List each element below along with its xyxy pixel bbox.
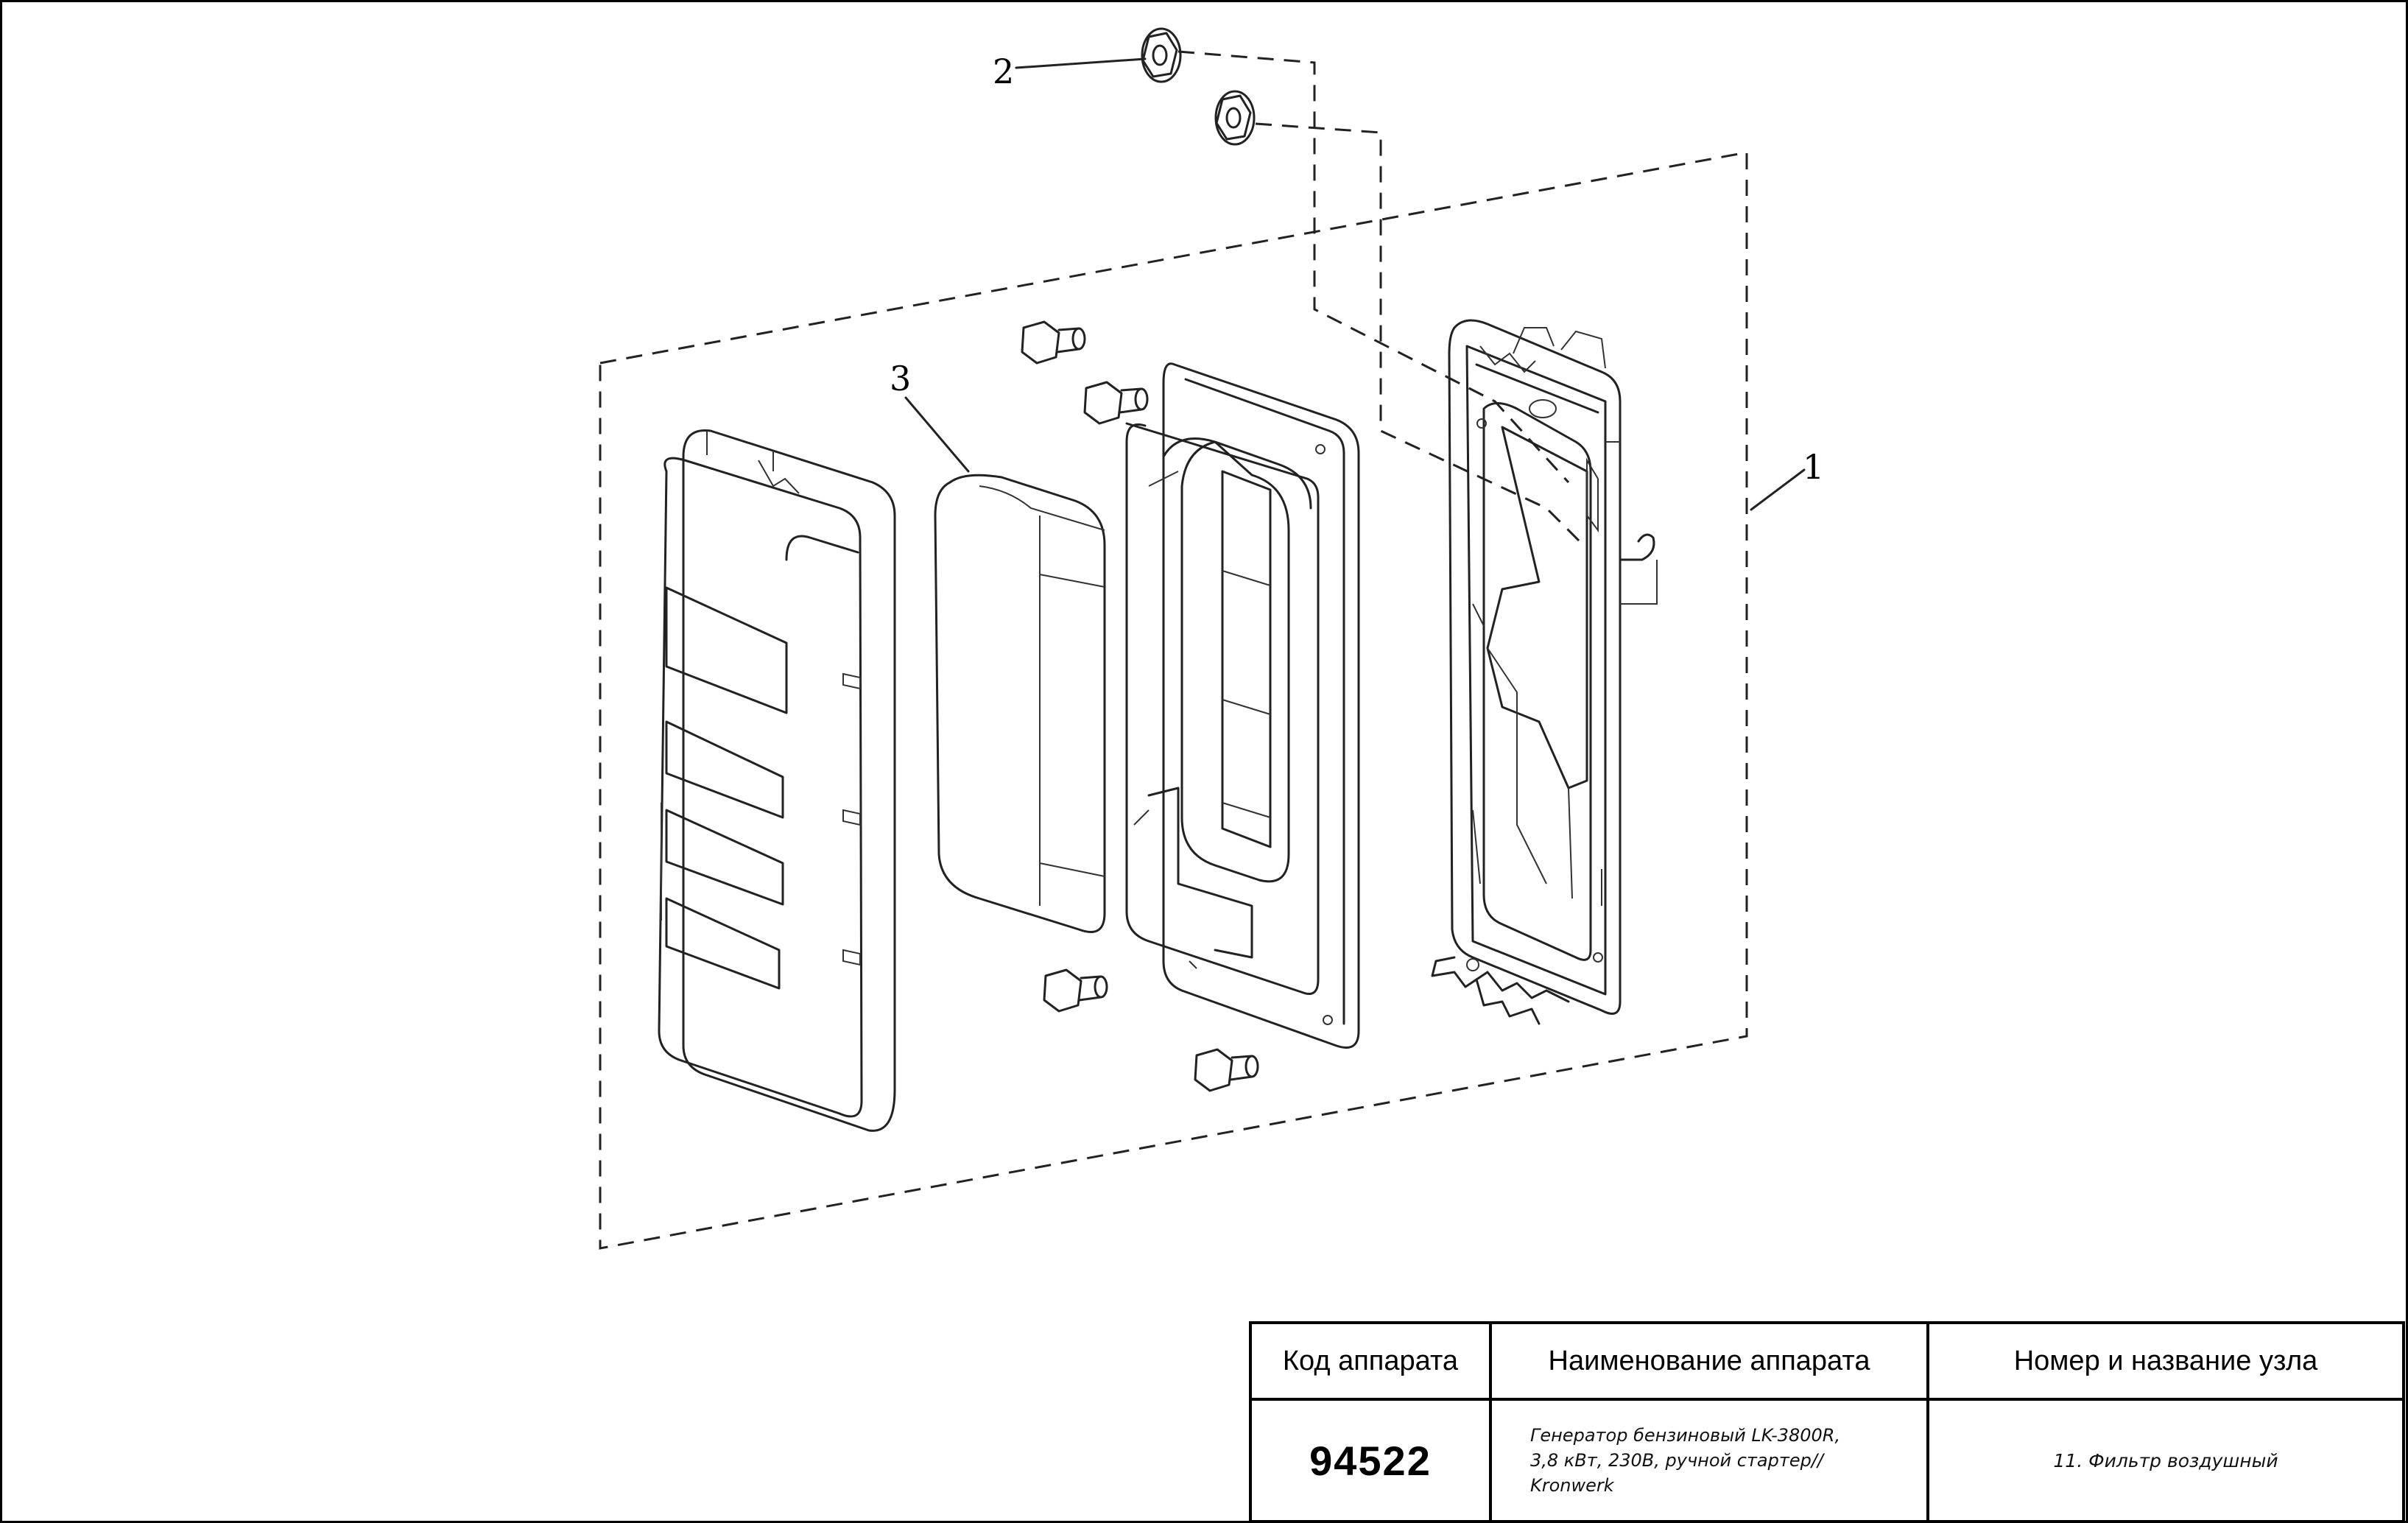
air-filter-base — [1431, 319, 1658, 1025]
bolt-bottom-right — [1194, 1048, 1259, 1092]
header-name: Наименование аппарата — [1489, 1321, 1929, 1401]
header-unit: Номер и название узла — [1926, 1321, 2405, 1401]
flange-nut-lower — [1214, 90, 1256, 146]
callout-label-3: 3 — [890, 359, 911, 398]
title-block-table: Код аппарата Наименование аппарата Номер… — [1249, 1321, 2405, 1523]
flange-nut-upper — [1141, 27, 1182, 83]
callout-leader-3 — [904, 396, 970, 473]
title-block-value-row: 94522 Генератор бензиновый LK-3800R, 3,8… — [1249, 1398, 2405, 1523]
callout-leader-2 — [1015, 57, 1147, 69]
callout-leader-1 — [1750, 468, 1806, 511]
product-name: Генератор бензиновый LK-3800R, 3,8 кВт, … — [1489, 1398, 1929, 1523]
title-block-header-row: Код аппарата Наименование аппарата Номер… — [1249, 1321, 2405, 1401]
assembly-boundary — [599, 151, 1748, 1250]
filter-element — [934, 474, 1106, 933]
bolt-top-left — [1021, 320, 1086, 365]
callout-label-1: 1 — [1803, 447, 1824, 487]
product-name-line-1: Генератор бензиновый LK-3800R, — [1530, 1425, 1841, 1446]
product-name-line-2: 3,8 кВт, 230В, ручной стартер// — [1530, 1450, 1824, 1471]
nut-assembly-line-upper — [1177, 50, 1570, 484]
callout-label-2: 2 — [993, 52, 1014, 91]
nut-assembly-line-lower — [1255, 122, 1585, 546]
bolt-bottom-left — [1043, 968, 1108, 1013]
header-code: Код аппарата — [1249, 1321, 1492, 1401]
air-filter-cover — [658, 429, 896, 1132]
bolt-top-right — [1083, 381, 1149, 425]
title-block: Код аппарата Наименование аппарата Номер… — [1249, 1321, 2408, 1523]
product-code: 94522 — [1249, 1398, 1492, 1523]
unit-name: 11. Фильтр воздушный — [1926, 1398, 2405, 1523]
filter-frame — [1125, 362, 1360, 1049]
product-name-line-3: Kronwerk — [1530, 1475, 1614, 1496]
